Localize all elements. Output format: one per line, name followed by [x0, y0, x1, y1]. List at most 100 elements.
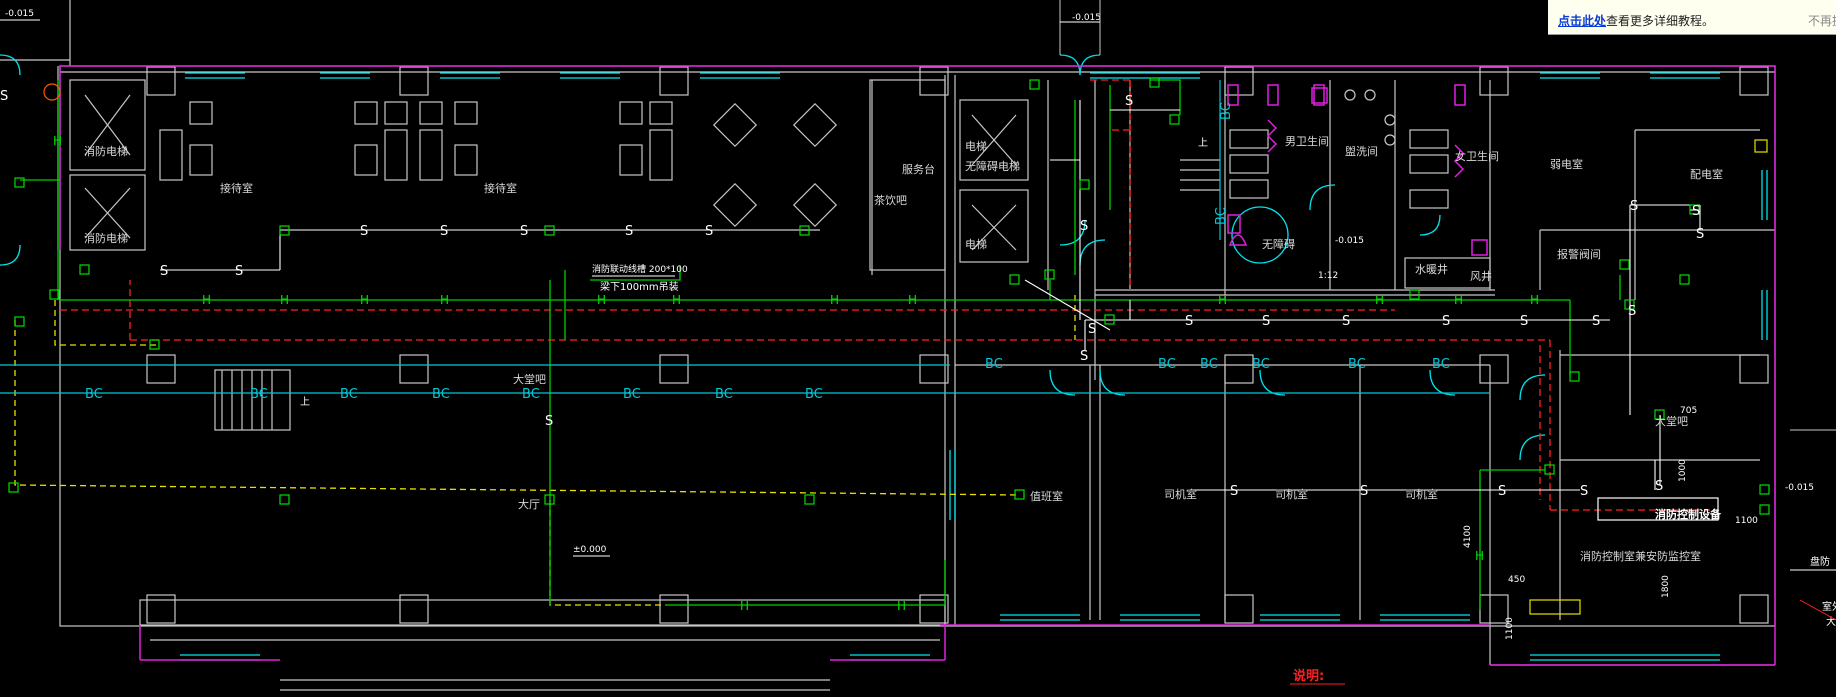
svg-text:消防电梯: 消防电梯 [84, 231, 128, 245]
dismiss-link[interactable]: 不再提 [1807, 14, 1836, 28]
svg-text:4100: 4100 [1463, 525, 1473, 548]
svg-text:-0.015: -0.015 [1785, 483, 1814, 493]
s-symbol: S [545, 414, 553, 429]
svg-text:H: H [897, 599, 906, 613]
svg-text:BC: BC [805, 387, 823, 402]
svg-text:H: H [202, 293, 211, 307]
s-symbol: S [1655, 479, 1663, 494]
s-symbol: S [1342, 314, 1350, 329]
svg-text:BC: BC [1158, 357, 1176, 372]
s-symbol: S [1630, 199, 1638, 214]
windows [0, 54, 1768, 661]
svg-text:-0.015: -0.015 [1072, 13, 1101, 23]
room-labels: 消防电梯 消防电梯 接待室 接待室 服务台 茶饮吧 无障碍电梯 电梯 电梯 男卫… [84, 134, 1723, 563]
s-symbol: S [1088, 322, 1096, 337]
svg-text:服务台: 服务台 [902, 162, 935, 176]
tutorial-message: 点击此处查看更多详细教程。 [1558, 12, 1714, 29]
svg-text:无障碍电梯: 无障碍电梯 [965, 159, 1020, 173]
svg-text:BC: BC [522, 387, 540, 402]
svg-text:BC: BC [432, 387, 450, 402]
s-symbol: S [520, 224, 528, 239]
s-symbol: S [1628, 304, 1636, 319]
s-symbol: S [1498, 484, 1506, 499]
svg-text:盘防: 盘防 [1810, 555, 1830, 568]
svg-text:消防控制室兼安防监控室: 消防控制室兼安防监控室 [1580, 549, 1701, 563]
device-symbols [8, 77, 1770, 615]
s-symbol: S [1520, 314, 1528, 329]
svg-text:H: H [1530, 293, 1539, 307]
svg-text:1100: 1100 [1735, 516, 1758, 526]
s-symbol: S [1230, 484, 1238, 499]
walls [0, 0, 1776, 691]
svg-text:无障碍: 无障碍 [1262, 237, 1295, 251]
svg-text:女卫生间: 女卫生间 [1455, 149, 1499, 163]
svg-text:BC: BC [985, 357, 1003, 372]
h-symbols: H H H H H H H H H H H H H H H H [53, 134, 1539, 613]
s-symbols: S S S S S S S S S S S S S S S S S S S S … [0, 89, 1704, 499]
svg-text:上: 上 [300, 396, 310, 408]
svg-text:H: H [53, 134, 62, 148]
svg-text:弱电室: 弱电室 [1550, 157, 1583, 171]
s-symbol: S [1696, 227, 1704, 242]
svg-text:接待室: 接待室 [484, 181, 517, 195]
svg-text:大: 大 [1826, 615, 1836, 628]
svg-text:BC: BC [715, 387, 733, 402]
s-symbol: S [0, 89, 8, 104]
bc-wire [0, 80, 1490, 394]
svg-text:电梯: 电梯 [965, 238, 987, 251]
broadcast-wire [14, 295, 1076, 606]
svg-text:BC: BC [623, 387, 641, 402]
tutorial-link[interactable]: 点击此处 [1558, 14, 1607, 28]
svg-text:±0.000: ±0.000 [573, 545, 607, 555]
s-symbol: S [1185, 314, 1193, 329]
svg-text:消防控制设备: 消防控制设备 [1655, 507, 1722, 521]
s-symbol: S [1080, 349, 1088, 364]
svg-text:配电室: 配电室 [1690, 167, 1723, 181]
svg-text:室外: 室外 [1822, 600, 1836, 613]
s-symbol: S [1580, 484, 1588, 499]
s-symbol: S [235, 264, 243, 279]
svg-text:盥洗间: 盥洗间 [1345, 145, 1378, 158]
svg-text:-0.015: -0.015 [5, 9, 34, 19]
svg-text:1:12: 1:12 [1318, 271, 1338, 281]
svg-text:-0.015: -0.015 [1335, 236, 1364, 246]
svg-text:BC: BC [250, 387, 268, 402]
s-symbol: S [1442, 314, 1450, 329]
svg-text:H: H [440, 293, 449, 307]
svg-text:H: H [908, 293, 917, 307]
s-symbol: S [1080, 219, 1088, 234]
s-symbol: S [1692, 204, 1700, 219]
s-symbol: S [1125, 94, 1133, 109]
s-symbol: S [1262, 314, 1270, 329]
svg-text:BC: BC [1214, 207, 1229, 225]
svg-text:H: H [360, 293, 369, 307]
svg-text:BC: BC [85, 387, 103, 402]
s-symbol: S [360, 224, 368, 239]
s-symbol: S [625, 224, 633, 239]
svg-text:BC: BC [340, 387, 358, 402]
tutorial-notification-bar: 点击此处查看更多详细教程。 不再提 [1548, 0, 1836, 35]
s-symbol: S [1360, 484, 1368, 499]
svg-text:705: 705 [1680, 406, 1697, 416]
svg-text:1000: 1000 [1678, 459, 1688, 482]
bc-symbols: BC BC BC BC BC BC BC BC BC BC BC BC BC B… [85, 102, 1450, 402]
svg-text:报警阀间: 报警阀间 [1557, 247, 1601, 261]
svg-text:H: H [672, 293, 681, 307]
svg-text:消防联动线槽 200*100: 消防联动线槽 200*100 [592, 263, 688, 275]
white-wires [160, 100, 1701, 491]
svg-text:电梯: 电梯 [965, 140, 987, 153]
svg-text:BC: BC [1219, 102, 1234, 120]
svg-text:男卫生间: 男卫生间 [1285, 134, 1329, 148]
svg-text:梁下100mm吊装: 梁下100mm吊装 [600, 280, 679, 293]
s-symbol: S [1592, 314, 1600, 329]
svg-text:BC: BC [1200, 357, 1218, 372]
svg-text:BC: BC [1252, 357, 1270, 372]
svg-text:H: H [597, 293, 606, 307]
svg-text:H: H [1218, 293, 1227, 307]
svg-text:大厅: 大厅 [518, 497, 540, 511]
svg-text:BC: BC [1432, 357, 1450, 372]
svg-text:H: H [740, 599, 749, 613]
svg-text:说明:: 说明: [1293, 668, 1324, 684]
